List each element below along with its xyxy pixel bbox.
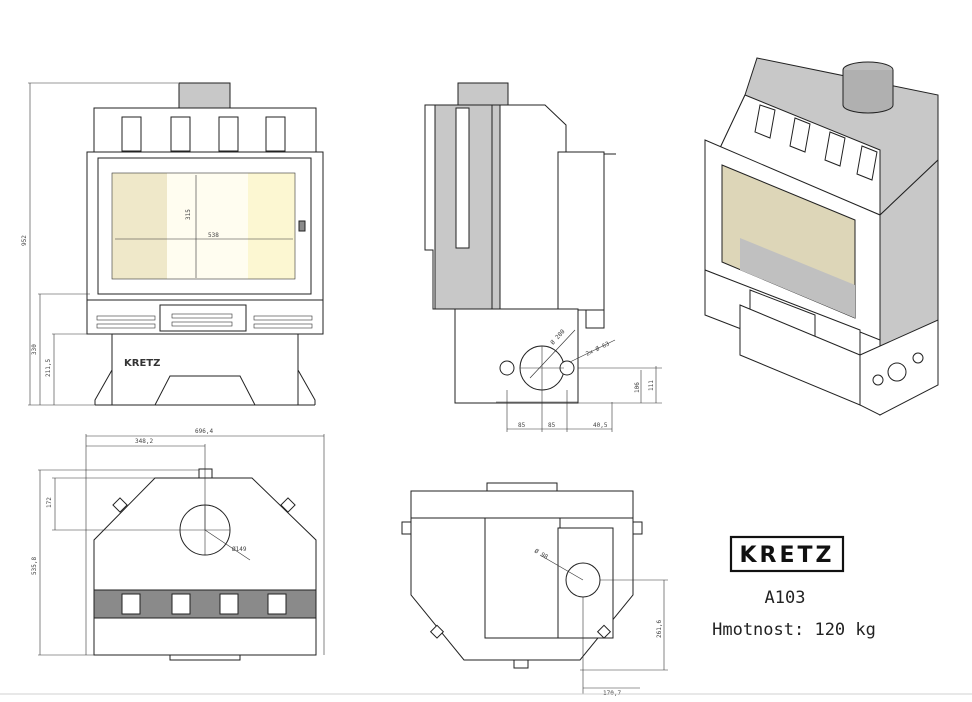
bottom-tab [429,624,445,639]
bottom-dim-261-text: 261,6 [656,620,663,638]
top-vent [121,593,141,615]
front-air-slot [171,313,233,319]
front-vent-slot [121,116,142,152]
side-leader-63 [569,339,616,363]
model-name: A103 [765,588,806,608]
front-vent-grille [96,315,156,321]
front-dim-base-height: 330 [31,344,38,355]
front-view: 538 315 KRETZ 952 330 211,5 [21,82,324,406]
top-dim-width: 696,4 [195,428,213,435]
bottom-flue-block [486,482,558,492]
top-air-control [169,654,241,661]
front-logo-text: KRETZ [124,358,160,369]
side-flue-pipe [457,82,509,108]
iso-vent [754,104,776,139]
iso-firebox-floor [740,238,855,318]
front-dim-glass-width: 538 [208,232,219,239]
side-door-block [557,151,605,311]
bottom-inner-panel [484,517,561,639]
top-front-panel [93,617,317,656]
side-dim-air-diameter: 2x Ø 63 [585,340,611,358]
front-base-stand [111,333,299,406]
iso-air-inlet [912,352,924,364]
front-leg-right [297,369,316,405]
iso-vent [789,117,811,153]
front-dim-glass-height: 315 [185,209,192,220]
side-leader-200 [529,329,576,379]
side-dim-85b: 85 [548,422,556,429]
bottom-tab [401,521,412,535]
iso-pipe-opening [887,362,907,382]
front-vent-grille [253,323,313,329]
top-view: Ø149 696,4 348,2 172 535,8 [31,428,325,661]
top-leader [204,529,251,561]
side-panel-shade [491,104,501,310]
bottom-top-band [410,490,634,519]
front-vent-slot [218,116,239,152]
bottom-view: Ø 98 261,6 170,7 [401,482,668,697]
side-view: Ø 200 2x Ø 63 85 85 40,5 106 111 [424,82,662,432]
front-flue-pipe [178,82,231,111]
isometric-view [704,57,939,416]
bottom-tab [596,624,612,639]
front-glass-panel [248,173,295,279]
front-leg-left [94,369,113,405]
top-dim-depth: 535,8 [31,557,38,575]
top-dim-half: 348,2 [135,438,153,445]
top-vent [219,593,239,615]
side-dim-106-text: 106 [634,382,641,393]
side-dim-85a: 85 [518,422,526,429]
front-glass-panel [112,173,167,279]
side-rail [455,107,470,249]
top-tab [198,468,213,479]
brand-logo-frame [729,535,845,573]
top-vent [171,593,191,615]
front-dim-total-height: 952 [21,235,28,246]
bottom-tab [513,659,529,669]
bottom-leader [539,554,584,581]
top-vent [267,593,287,615]
brand-logo: KRETZ [740,543,835,568]
front-door-handle [298,220,306,232]
side-handle [585,309,605,329]
front-glass-outline [111,172,296,280]
side-dim-40-5: 40,5 [593,422,608,429]
side-air-inlet [499,360,515,376]
iso-air-inlet [872,374,884,386]
iso-flue-pipe [842,70,894,114]
iso-vent [856,145,878,181]
weight-label: Hmotnost: 120 kg [712,620,876,640]
side-dim-111-text: 111 [648,380,655,391]
top-dim-pipe: Ø149 [232,546,247,553]
front-vent-grille [253,315,313,321]
top-tab [112,497,128,513]
front-vent-grille [96,323,156,329]
front-vent-slot [170,116,191,152]
front-dim-inner-height: 211,5 [45,359,52,377]
iso-vent [824,131,846,167]
brand-block: KRETZ A103 Hmotnost: 120 kg [712,535,876,640]
top-tab [280,497,296,513]
top-dim-172-text: 172 [46,497,53,508]
front-glass-panel [167,173,248,279]
bottom-tab [632,521,643,535]
front-air-slot [171,321,233,327]
front-vent-slot [265,116,286,152]
